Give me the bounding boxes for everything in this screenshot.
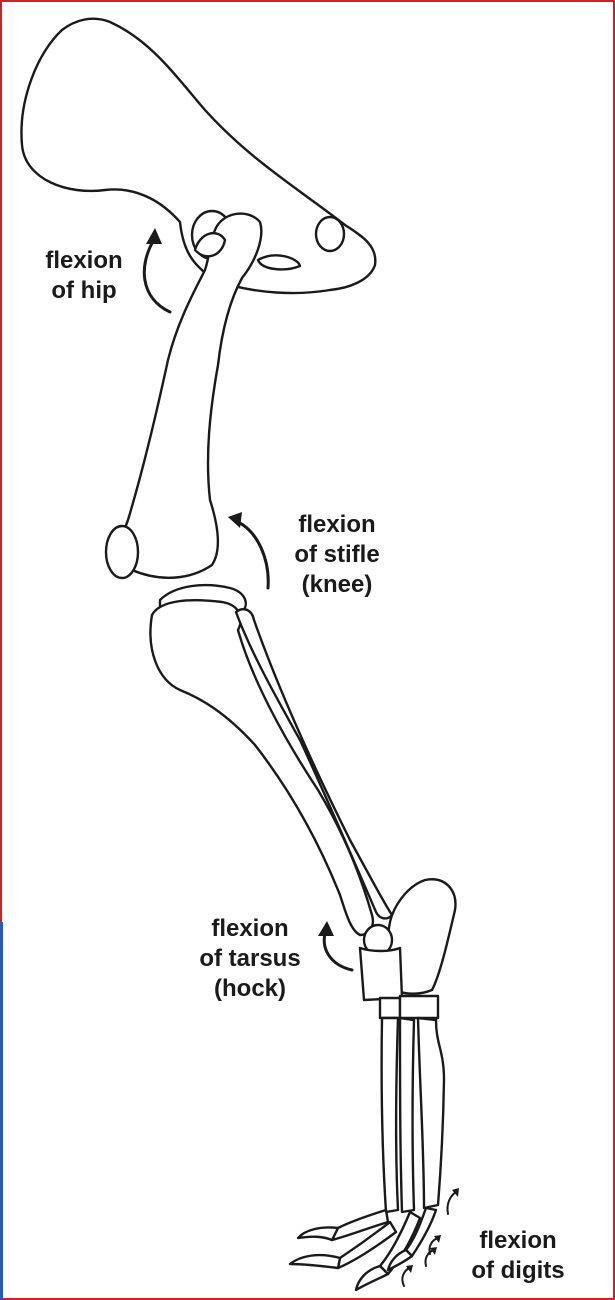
label-flexion-of-tarsus: flexion of tarsus (hock) (190, 914, 310, 1004)
stifle-label-line1: flexion (284, 510, 390, 540)
fibula-bone (236, 609, 392, 918)
stifle-label-line3: (knee) (284, 570, 390, 600)
ischial-tuberosity (316, 217, 344, 251)
digits-label-line2: of digits (462, 1256, 574, 1286)
distal-tarsal-2 (400, 996, 438, 1018)
metatarsal-1 (382, 1018, 398, 1212)
label-flexion-of-stifle: flexion of stifle (knee) (284, 510, 390, 600)
label-flexion-of-digits: flexion of digits (462, 1226, 574, 1286)
claw-c (356, 1266, 388, 1290)
digits-label-line1: flexion (462, 1226, 574, 1256)
claw-b (290, 1255, 340, 1268)
patella (106, 526, 138, 578)
distal-tarsal-1 (380, 998, 400, 1018)
label-flexion-of-hip: flexion of hip (38, 246, 130, 306)
tarsus-label-line2: of tarsus (190, 944, 310, 974)
hip-label-line1: flexion (38, 246, 130, 276)
metatarsal-2 (400, 1018, 414, 1212)
hip-arrow-icon (144, 228, 170, 312)
tarsus-arrow-icon (318, 921, 352, 970)
tarsus-label-line3: (hock) (190, 974, 310, 1004)
tarsus-label-line1: flexion (190, 914, 310, 944)
tarsal-block (360, 948, 402, 1000)
metatarsal-3 (418, 1018, 444, 1208)
claw-a (298, 1227, 338, 1240)
digits-group (290, 1208, 436, 1290)
stifle-arrow-icon (228, 512, 268, 588)
stifle-label-line2: of stifle (284, 540, 390, 570)
hip-label-line2: of hip (38, 276, 130, 306)
